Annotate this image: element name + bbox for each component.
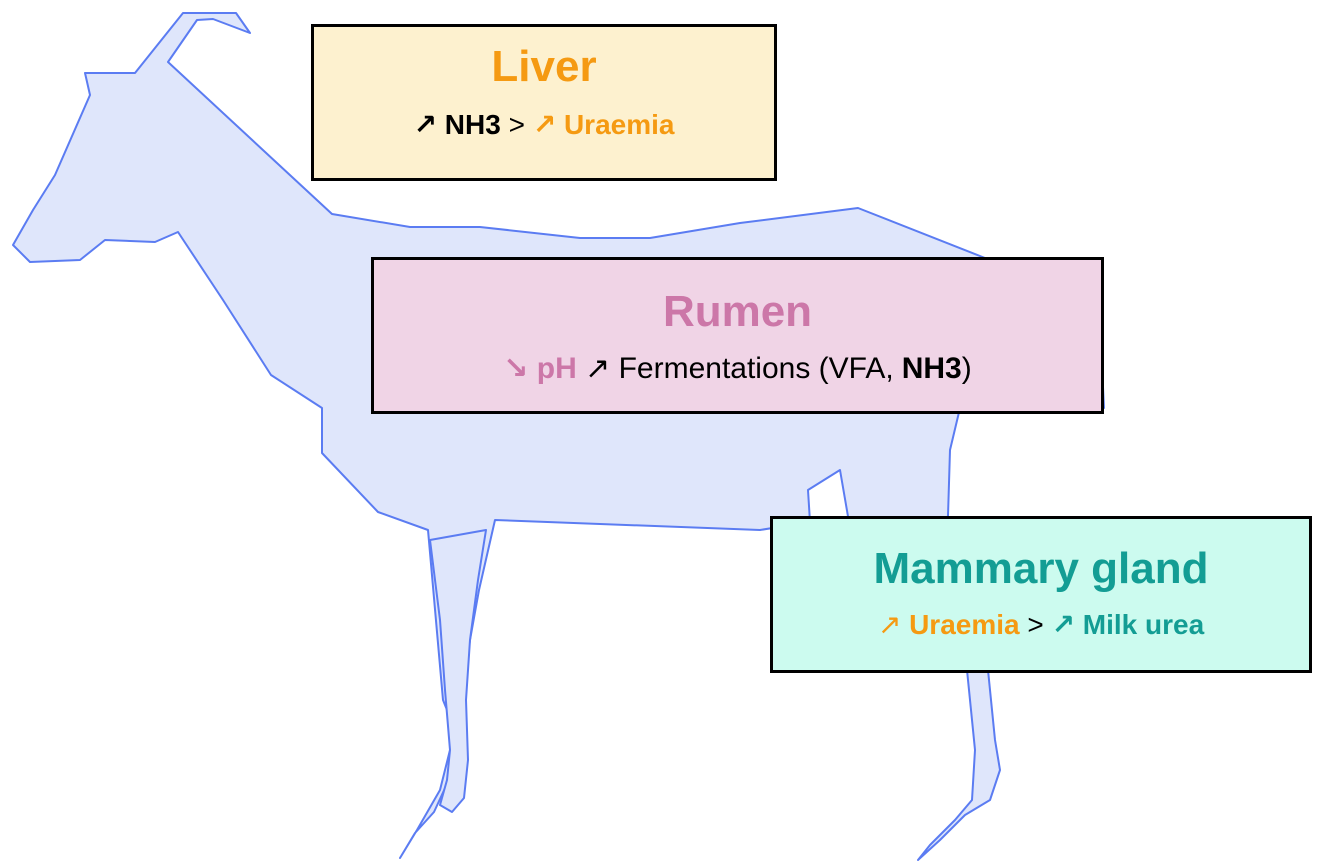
decrease-arrow-icon: ↘ — [503, 352, 528, 385]
mammary-box: Mammary gland ↗ Uraemia > ↗ Milk urea — [770, 516, 1312, 673]
mammary-uraemia-label: Uraemia — [909, 609, 1020, 640]
rumen-ph-label: pH — [537, 352, 577, 385]
mammary-title: Mammary gland — [773, 547, 1309, 591]
goat-front-leg-back — [430, 530, 486, 812]
increase-arrow-icon: ↗ — [1052, 609, 1075, 640]
liver-effect-line: ↗ NH3 > ↗ Uraemia — [314, 111, 774, 139]
rumen-box: Rumen ↘ pH ↗ Fermentations (VFA,NH3) — [371, 257, 1104, 414]
increase-arrow-icon: ↗ — [585, 352, 610, 385]
rumen-effect-line: ↘ pH ↗ Fermentations (VFA,NH3) — [374, 354, 1101, 384]
increase-arrow-icon: ↗ — [414, 109, 437, 140]
liver-title: Liver — [314, 45, 774, 89]
liver-separator: > — [509, 109, 525, 140]
rumen-fermentations-label: Fermentations (VFA, — [619, 352, 894, 385]
rumen-nh3-label: NH3 — [902, 352, 962, 385]
mammary-milk-urea-label: Milk urea — [1083, 609, 1204, 640]
increase-arrow-icon: ↗ — [533, 109, 556, 140]
mammary-separator: > — [1027, 609, 1043, 640]
liver-uraemia-label: Uraemia — [564, 109, 675, 140]
rumen-title: Rumen — [374, 290, 1101, 334]
liver-box: Liver ↗ NH3 > ↗ Uraemia — [311, 24, 777, 181]
increase-arrow-icon: ↗ — [878, 609, 901, 640]
liver-nh3-label: NH3 — [445, 109, 501, 140]
rumen-close-paren: ) — [962, 352, 972, 385]
mammary-effect-line: ↗ Uraemia > ↗ Milk urea — [773, 611, 1309, 639]
